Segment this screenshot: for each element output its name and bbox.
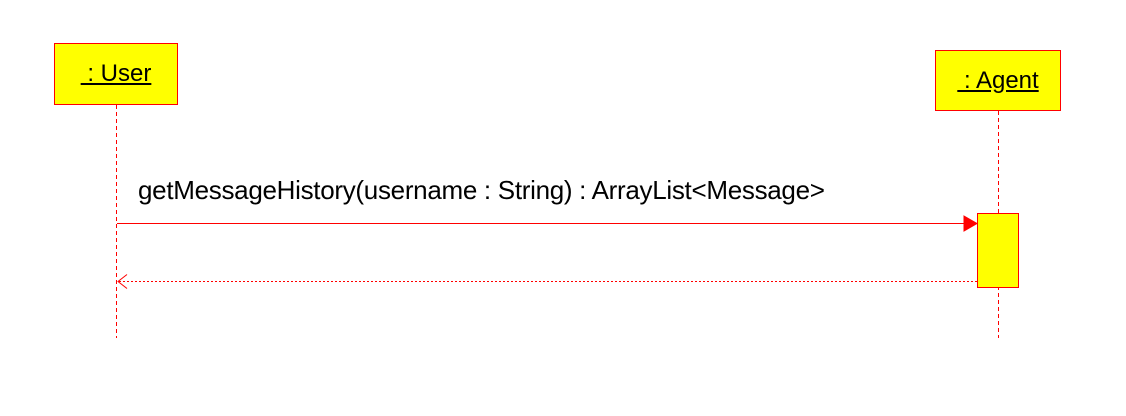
user-lifeline-head[interactable]: : User (54, 43, 178, 105)
return-arrowhead-icon (117, 274, 128, 289)
call-message-label: getMessageHistory(username : String) : A… (138, 175, 825, 205)
user-lifeline-label: : User (80, 60, 152, 87)
agent-lifeline-head[interactable]: : Agent (935, 50, 1061, 111)
call-arrowhead-icon (963, 215, 979, 232)
agent-activation-bar (977, 213, 1019, 288)
agent-lifeline-label: : Agent (957, 66, 1039, 94)
